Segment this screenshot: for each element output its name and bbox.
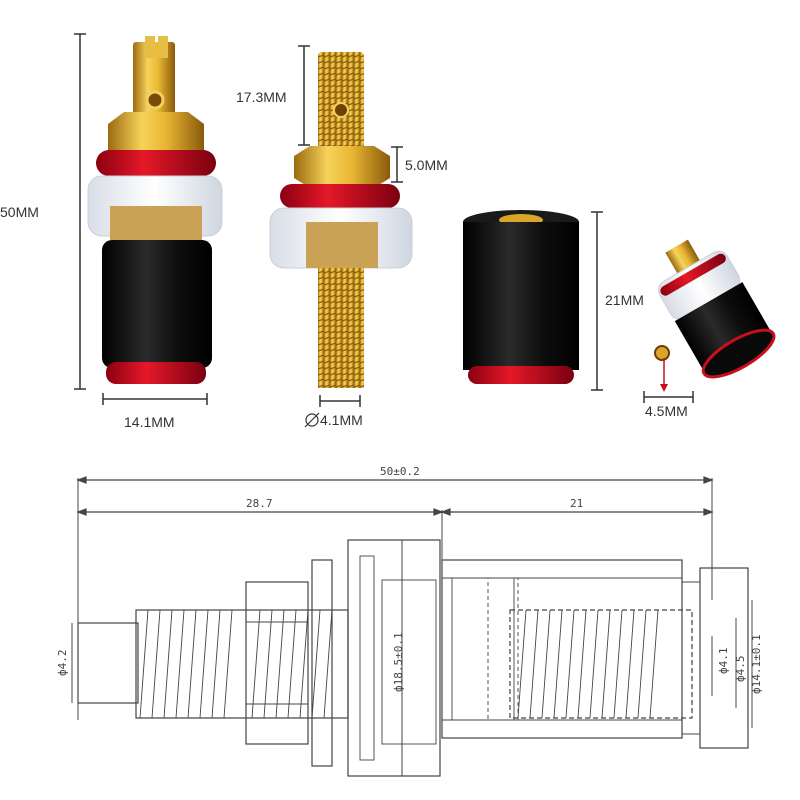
label-cap-height: 21MM bbox=[605, 292, 644, 308]
terminal-slot-left bbox=[145, 36, 155, 58]
label-cap-diameter: ф14.1±0.1 bbox=[750, 634, 763, 694]
label-pin-diameter: ф4.2 bbox=[56, 650, 69, 677]
end-cap-outline bbox=[699, 567, 749, 749]
stud-thread-lines bbox=[139, 609, 333, 719]
label-thread-diameter: 4.1MM bbox=[320, 412, 363, 428]
cap-body bbox=[463, 222, 579, 370]
label-flange-diameter: ф18.5±0.1 bbox=[392, 632, 405, 692]
red-washer bbox=[96, 150, 216, 176]
angled-cap-face bbox=[701, 328, 776, 379]
technical-drawing bbox=[71, 476, 753, 777]
label-bore-diameter: ф4.1 bbox=[717, 648, 730, 675]
label-overall-length: 50±0.2 bbox=[380, 465, 420, 478]
angled-red-washer bbox=[660, 253, 726, 296]
label-right-length: 21 bbox=[570, 497, 583, 510]
gold-terminal-top bbox=[133, 42, 175, 114]
label-nut-height: 5.0MM bbox=[405, 157, 448, 173]
cap-outline bbox=[441, 559, 683, 739]
angled-black-body bbox=[674, 282, 773, 374]
label-hole-diameter-drawing: ф4.5 bbox=[734, 656, 747, 683]
bore-outline bbox=[509, 609, 693, 719]
nut-outline bbox=[245, 581, 309, 745]
terminal-hole bbox=[145, 90, 165, 110]
label-base-diameter: 14.1MM bbox=[124, 414, 175, 430]
pin-outline bbox=[77, 622, 139, 704]
flange-outline bbox=[347, 539, 441, 777]
black-cap-body bbox=[102, 240, 212, 368]
label-left-length: 28.7 bbox=[246, 497, 273, 510]
angled-post-photo bbox=[657, 239, 776, 379]
cap-photo: 21MM bbox=[463, 210, 644, 391]
red-washer-2 bbox=[280, 184, 400, 208]
bore-thread-lines bbox=[517, 609, 659, 719]
angled-hole bbox=[654, 345, 670, 361]
post-assembled-photo: 50MM 14.1MM bbox=[0, 33, 223, 430]
threaded-lower-stud bbox=[318, 268, 364, 388]
label-thread-length: 17.3MM bbox=[236, 89, 287, 105]
gold-collar-2 bbox=[306, 222, 378, 268]
hex-nut-2 bbox=[294, 146, 390, 188]
label-total-height: 50MM bbox=[0, 204, 39, 220]
diameter-symbol bbox=[305, 413, 319, 427]
label-hole-diameter: 4.5MM bbox=[645, 403, 688, 419]
post-threaded-photo: 17.3MM 5.0MM 4.1MM bbox=[236, 45, 448, 428]
gold-collar bbox=[110, 206, 202, 240]
red-base-ring bbox=[106, 362, 206, 384]
stud-hole bbox=[333, 102, 349, 118]
cap-red-ring bbox=[468, 366, 574, 384]
washer-outline bbox=[311, 559, 333, 767]
terminal-slot-right bbox=[158, 36, 168, 58]
